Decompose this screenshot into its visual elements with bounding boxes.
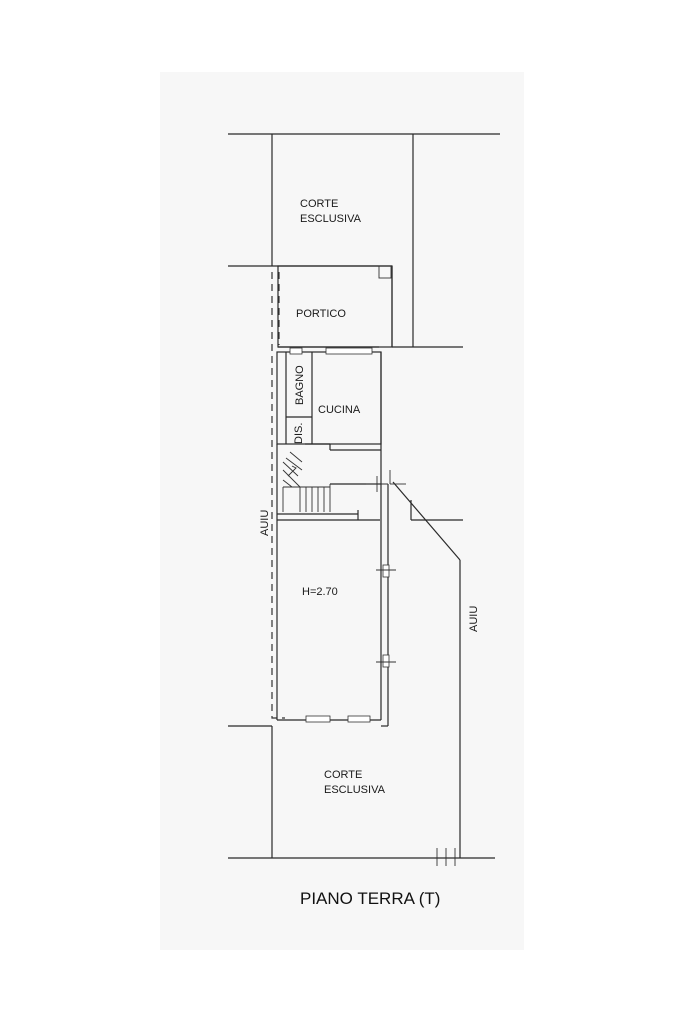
room-label-portico: PORTICO (296, 308, 346, 320)
drawing-sheet (160, 72, 524, 950)
house-outline (276, 351, 389, 727)
room-label-dis: DIS. (293, 423, 305, 444)
room-label-bagno: BAGNO (294, 365, 306, 405)
neighbor-label-left: AUIU (259, 510, 271, 536)
portico-room (277, 265, 393, 348)
room-label-corte-bottom-1: CORTE (324, 769, 362, 781)
shared-wall-dashed (271, 272, 285, 719)
room-label-cucina: CUCINA (318, 404, 361, 416)
room-label-corte-top-2: ESCLUSIVA (300, 213, 362, 225)
staircase (282, 451, 331, 512)
room-label-corte-top-1: CORTE (300, 198, 338, 210)
room-label-corte-bottom-2: ESCLUSIVA (324, 784, 386, 796)
neighbor-label-right: AUIU (468, 606, 480, 632)
property-boundaries (228, 133, 500, 866)
windows (289, 347, 396, 723)
room-height-label: H=2.70 (302, 586, 338, 598)
plan-title: PIANO TERRA (T) (300, 889, 440, 908)
